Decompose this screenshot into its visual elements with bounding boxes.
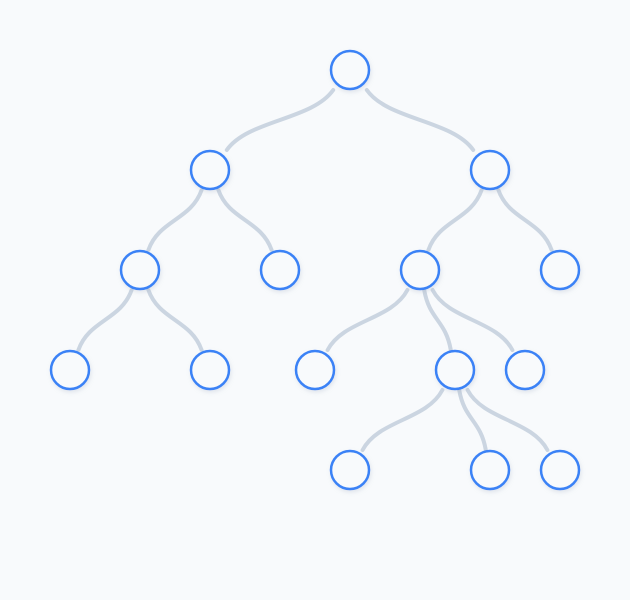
tree-node-n10[interactable] <box>434 349 476 391</box>
tree-node-n12[interactable] <box>329 449 371 491</box>
edge-n5-n10 <box>422 288 453 352</box>
edge-n10-n12 <box>360 388 445 452</box>
edge-n1-n4 <box>216 188 274 252</box>
tree-node-n6[interactable] <box>539 249 581 291</box>
tree-node-n3[interactable] <box>119 249 161 291</box>
tree-node-n13[interactable] <box>469 449 511 491</box>
edge-n10-n13 <box>457 388 488 452</box>
nodes <box>49 49 581 491</box>
edge-n1-n3 <box>146 188 204 252</box>
edge-n3-n7 <box>76 288 134 352</box>
tree-node-n14[interactable] <box>539 449 581 491</box>
edge-n10-n14 <box>465 388 550 452</box>
tree-node-n9[interactable] <box>294 349 336 391</box>
tree-node-n7[interactable] <box>49 349 91 391</box>
tree-node-n5[interactable] <box>399 249 441 291</box>
tree-node-n1[interactable] <box>189 149 231 191</box>
edge-n0-n2 <box>364 88 476 152</box>
tree-node-n4[interactable] <box>259 249 301 291</box>
edge-n5-n11 <box>430 288 515 352</box>
edges <box>76 88 554 452</box>
edge-n3-n8 <box>146 288 204 352</box>
edge-n2-n6 <box>496 188 554 252</box>
edge-n5-n9 <box>325 288 410 352</box>
tree-node-n2[interactable] <box>469 149 511 191</box>
edge-n2-n5 <box>426 188 484 252</box>
tree-node-n8[interactable] <box>189 349 231 391</box>
tree-node-n11[interactable] <box>504 349 546 391</box>
tree-node-n0[interactable] <box>329 49 371 91</box>
edge-n0-n1 <box>224 88 336 152</box>
